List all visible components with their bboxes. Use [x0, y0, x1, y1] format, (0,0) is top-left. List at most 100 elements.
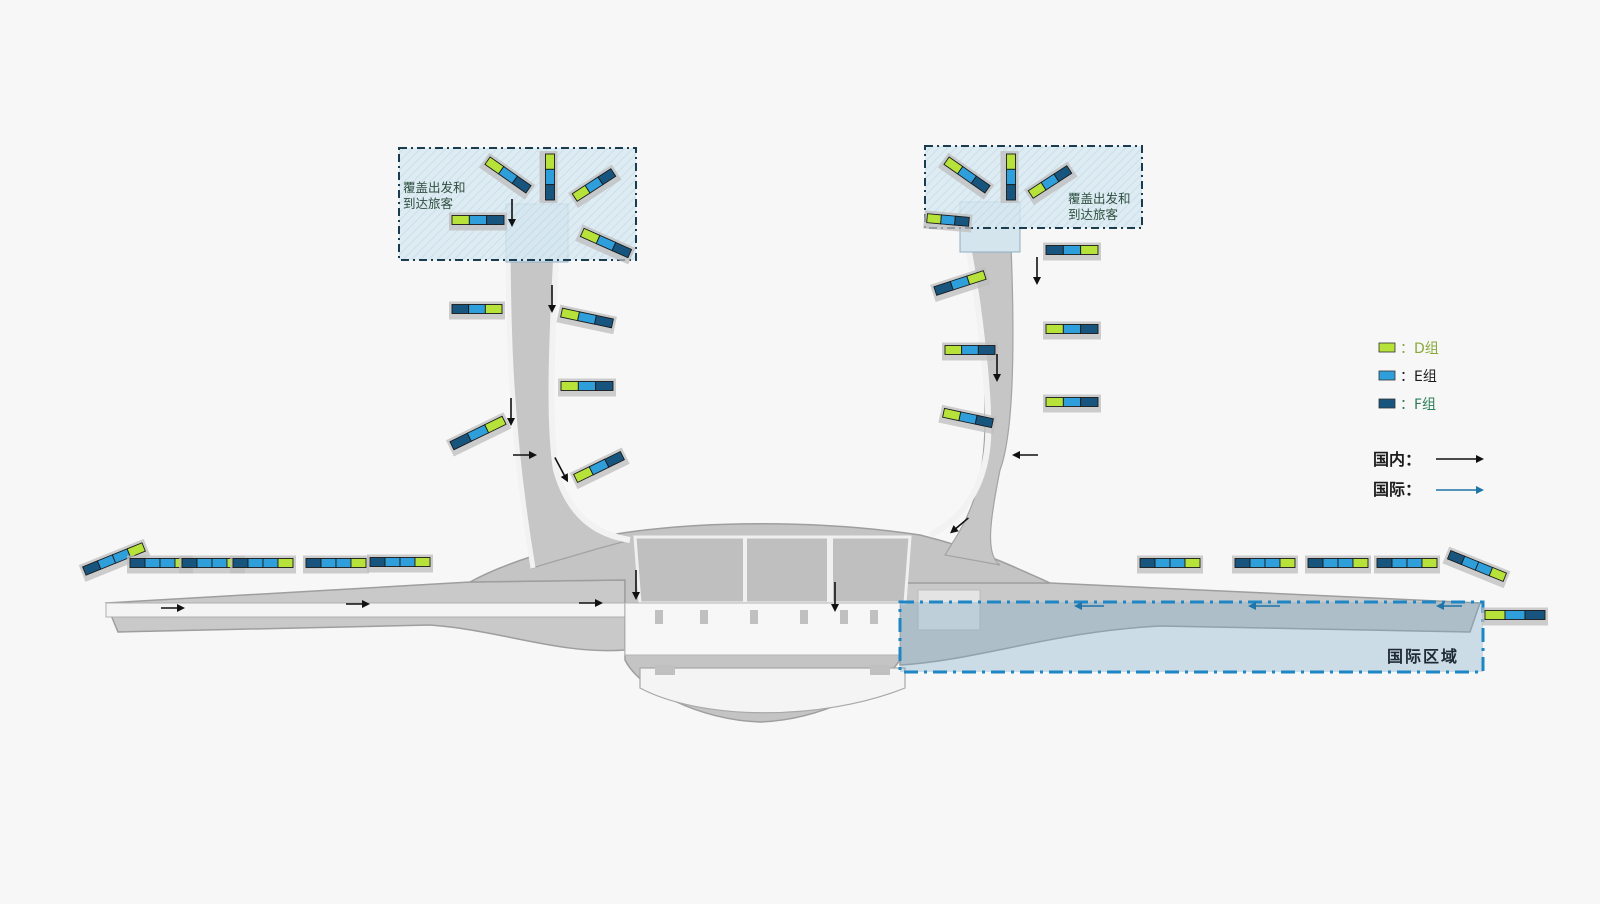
gate-segment [1045, 397, 1064, 407]
domestic-flow-arrow [508, 199, 516, 227]
gate-segment [1406, 558, 1423, 568]
aircraft-gates [78, 151, 1548, 626]
gate-segment [1045, 324, 1064, 334]
legend: ：D组 ：E组 ：F组 国内： 国际： [1373, 341, 1484, 499]
legend-international-label: 国际： [1373, 480, 1421, 499]
gate-segment [211, 558, 228, 568]
gate-segment [144, 558, 161, 568]
gate-segment [468, 215, 488, 225]
domestic-flow-arrow [1033, 257, 1041, 285]
right-pier-label-line2: 到达旅客 [1068, 207, 1119, 222]
domestic-flow-arrow [632, 570, 640, 600]
legend-group-e-label: ：E组 [1400, 369, 1437, 385]
legend-group-d: ：D组 [1378, 341, 1439, 357]
gate-segment [1006, 184, 1016, 201]
central-hall-inner [633, 535, 912, 605]
domestic-flow-arrow [161, 604, 185, 612]
gate-l6 [367, 554, 433, 573]
gate-l4 [230, 555, 296, 574]
gate-segment [545, 153, 555, 170]
left-pier-label-line2: 到达旅客 [403, 196, 454, 211]
domestic-flow-arrow [950, 517, 969, 534]
legend-group-f-label: ：F组 [1400, 397, 1436, 413]
gate-segment [350, 558, 367, 568]
gate-segment [1488, 566, 1508, 582]
gate-l1 [78, 538, 151, 582]
gate-segment [1264, 558, 1281, 568]
gate-segment [597, 168, 617, 186]
gate-r5 [1442, 546, 1511, 589]
gate-segment [1062, 397, 1082, 407]
gate-rp9 [1043, 394, 1101, 413]
domestic-flow-arrow [507, 398, 515, 426]
gate-segment [1337, 558, 1354, 568]
gate-segment [262, 558, 279, 568]
gate-segment [1307, 558, 1324, 568]
gate-segment [320, 558, 337, 568]
legend-group-d-label: ：D组 [1400, 341, 1439, 357]
gate-segment [1080, 397, 1099, 407]
gate-segment [126, 542, 146, 558]
gate-rp4 [923, 210, 973, 233]
international-zone [898, 600, 1485, 674]
gate-segment [1279, 558, 1296, 568]
international-flow-arrow [1074, 602, 1104, 610]
legend-international: 国际： [1373, 480, 1484, 499]
flow-arrows [161, 199, 1462, 612]
gate-segment [604, 450, 625, 468]
gate-segment [545, 184, 555, 201]
gate-segment [486, 215, 505, 225]
legend-group-e: ：E组 [1378, 369, 1437, 385]
domestic-flow-arrow [993, 354, 1001, 382]
domestic-flow-arrow [513, 451, 537, 459]
gate-segment [940, 214, 956, 226]
gate-segment [977, 345, 996, 355]
gate-segment [970, 175, 991, 194]
international-flow-arrow [1436, 602, 1462, 610]
gate-r6 [1482, 607, 1548, 626]
gate-r1 [1137, 555, 1203, 574]
gate-lp2 [539, 151, 558, 203]
gate-rp6 [930, 266, 991, 302]
gate-segment [1006, 168, 1016, 186]
gate-segment [399, 557, 416, 567]
gate-segment [595, 381, 614, 391]
gate-segment [1139, 558, 1156, 568]
gate-segment [1045, 245, 1064, 255]
gate-segment [369, 557, 386, 567]
gate-segment [1484, 610, 1506, 620]
gate-lp3 [568, 164, 622, 208]
gate-segment [545, 168, 555, 186]
gate-segment [1352, 558, 1369, 568]
gate-rp5 [1043, 242, 1101, 261]
gate-segment [511, 175, 532, 194]
legend-domestic-label: 国内： [1373, 450, 1421, 469]
gate-segment [966, 270, 987, 286]
gate-segment [1062, 245, 1082, 255]
domestic-flow-arrow [346, 600, 370, 608]
gate-segment [961, 345, 979, 355]
domestic-flow-arrow [554, 457, 569, 483]
gate-segment [560, 381, 579, 391]
gate-segment [129, 558, 146, 568]
legend-group-f: ：F组 [1378, 397, 1436, 413]
gate-lp6 [449, 301, 505, 320]
gate-lp1 [479, 152, 536, 200]
gate-segment [1184, 558, 1201, 568]
gate-segment [159, 558, 176, 568]
gate-segment [1234, 558, 1251, 568]
left-pier-walkway [548, 224, 631, 543]
gate-segment [1391, 558, 1408, 568]
gate-segment [384, 557, 401, 567]
landside-curb [639, 667, 906, 714]
gate-segment [335, 558, 352, 568]
international-transfer [917, 589, 981, 631]
international-zone-label: 国际区域 [1387, 647, 1459, 666]
gate-rp1 [938, 152, 995, 200]
gate-segment [181, 558, 198, 568]
gate-r3 [1305, 555, 1371, 574]
central-corridor [624, 602, 901, 656]
gate-segment [926, 213, 942, 225]
